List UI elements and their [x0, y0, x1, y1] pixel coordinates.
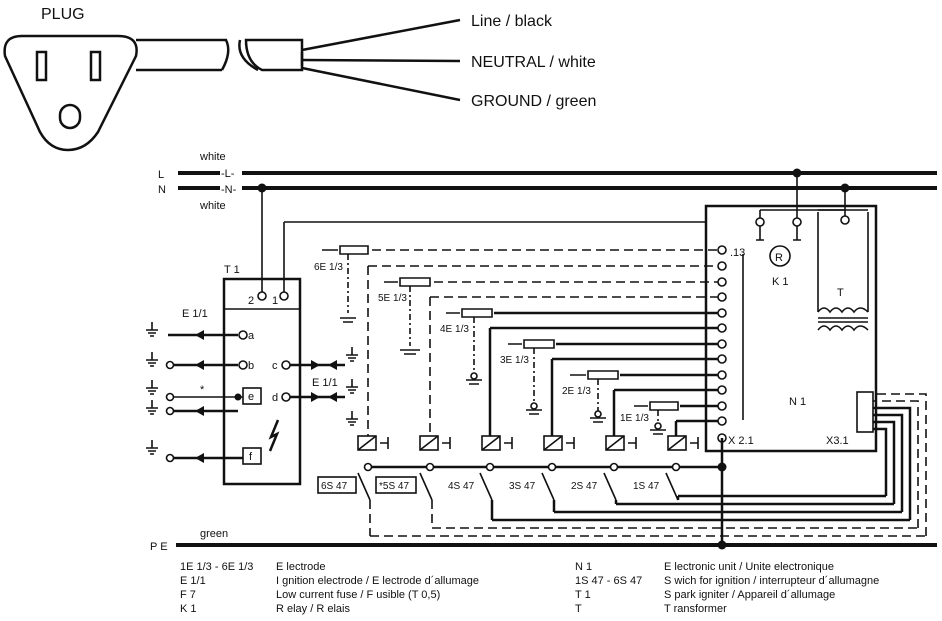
plug-slot-left	[35, 50, 48, 82]
bus-white-top: white	[199, 151, 226, 163]
legend-right-text-3: T ransformer	[664, 603, 727, 615]
switch-1s-label: 1S 47	[633, 481, 660, 492]
plug-slot-right	[89, 50, 102, 82]
n1-x13: .13	[730, 247, 745, 259]
electronic-unit-n1: N 1 .13 X 2.1 X3.1 K 1 R T	[704, 173, 878, 453]
electrode-5e-label: 5E 1/3	[378, 293, 407, 304]
svg-text:*: *	[200, 384, 205, 396]
legend-left-code-0: 1E 1/3 - 6E 1/3	[180, 561, 253, 573]
legend-right-text-1: S wich for ignition / interrupteur d´all…	[664, 575, 879, 587]
legend-left-code-3: K 1	[180, 603, 197, 615]
svg-text:e: e	[248, 391, 254, 403]
legend-left-text-1: I gnition electrode / E lectrode d´allum…	[276, 575, 479, 587]
line-lead	[301, 18, 461, 52]
transformer-label: T	[837, 287, 844, 299]
legend-right-text-0: E lectronic unit / Unite electronique	[664, 561, 834, 573]
switch-5s-label: *5S 47	[379, 481, 409, 492]
electrode-4e-label: 4E 1/3	[440, 324, 469, 335]
legend-left-text-3: R elay / R elais	[276, 603, 350, 615]
electrode-6e-label: 6E 1/3	[314, 262, 343, 273]
switch-5s-box	[375, 476, 417, 494]
svg-text:1: 1	[272, 295, 278, 307]
electrode-1e-label: 1E 1/3	[620, 413, 649, 424]
legend-left-code-2: F 7	[180, 589, 196, 601]
svg-text:2: 2	[248, 295, 254, 307]
legend-right-code-3: T	[575, 603, 582, 615]
n1-box	[704, 204, 878, 453]
plug-outline	[3, 34, 138, 152]
legend-right-code-2: T 1	[575, 589, 591, 601]
legend-left-text-2: Low current fuse / F usible (T 0,5)	[276, 589, 440, 601]
green-label: green	[200, 528, 228, 540]
k1-label: K 1	[772, 276, 789, 288]
bus-n-tag: -N-	[221, 184, 237, 196]
legend-left-code-1: E 1/1	[180, 575, 206, 587]
plug-cord-fold	[238, 39, 259, 72]
electrode-3e-label: 3E 1/3	[500, 355, 529, 366]
legend-right-code-0: N 1	[575, 561, 592, 573]
legend: 1E 1/3 - 6E 1/3 E lectrode E 1/1 I gniti…	[180, 561, 879, 615]
plug-section: PLUG Line / black NEUTRAL / white GROUND…	[3, 6, 596, 152]
n1-label: N 1	[789, 396, 806, 408]
plug-title: PLUG	[41, 6, 85, 23]
ground-lead	[301, 66, 461, 102]
switch-6s-box	[317, 476, 357, 494]
t1-label: T 1	[224, 264, 240, 276]
e11-label-left: E 1/1	[182, 308, 208, 320]
bus-white-bottom: white	[199, 200, 226, 212]
bus-lines: L N white -L- -N- white P E green	[150, 151, 937, 553]
bus-n-label: N	[158, 184, 166, 196]
switch-row: 6S 47 *5S 47 4S 47 3S 47 2S 47 1S 47	[317, 393, 927, 550]
neutral-lead	[301, 58, 461, 63]
legend-left-text-0: E lectrode	[276, 561, 326, 573]
bus-l-tag: -L-	[221, 168, 235, 180]
electrode-wiring: 6E 1/3 5E 1/3 4E 1/3 3E 1/3 2E 1/3	[314, 245, 718, 435]
svg-text:c: c	[272, 360, 278, 372]
legend-right-text-2: S park igniter / Appareil d´allumage	[664, 589, 835, 601]
spark-igniter-t1: T 1 2 1 a b c d e f * E 1/1 E 1/1	[182, 188, 706, 486]
svg-text:a: a	[248, 330, 255, 342]
t1-leads	[165, 330, 345, 463]
wire-ground-label: GROUND / green	[471, 93, 596, 110]
wire-line-label: Line / black	[471, 13, 553, 30]
svg-text:f: f	[249, 451, 253, 463]
switch-2s-label: 2S 47	[571, 481, 598, 492]
pe-label: P E	[150, 541, 168, 553]
legend-right-code-1: 1S 47 - 6S 47	[575, 575, 642, 587]
switch-3s-label: 3S 47	[509, 481, 536, 492]
n1-terminals	[717, 245, 744, 443]
plug-cord	[136, 38, 230, 72]
e11-label-right: E 1/1	[312, 377, 338, 389]
switch-coils	[357, 265, 718, 451]
relay-symbol: R	[775, 252, 783, 264]
bus-l-label: L	[158, 169, 164, 181]
n1-x31: X3.1	[826, 435, 849, 447]
n1-x21: X 2.1	[728, 435, 754, 447]
plug-ground-pin	[58, 103, 82, 130]
switch-6s-label: 6S 47	[321, 481, 348, 492]
electrode-2e-label: 2E 1/3	[562, 386, 591, 397]
ground-symbols	[146, 322, 358, 455]
plug-cord-cut	[244, 38, 304, 72]
wire-neutral-label: NEUTRAL / white	[471, 54, 596, 71]
svg-text:b: b	[248, 360, 254, 372]
switch-4s-label: 4S 47	[448, 481, 475, 492]
svg-text:d: d	[272, 392, 278, 404]
